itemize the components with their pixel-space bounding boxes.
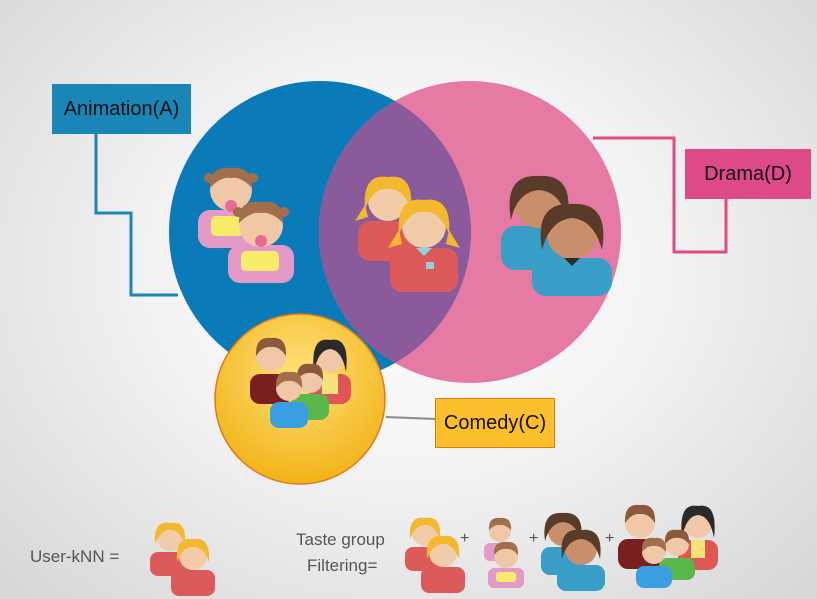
family-group-icon [250,337,351,428]
user-knn-label: User-kNN = [30,547,120,566]
baby-group-icon [198,167,294,283]
taste-group-babies-icon [484,517,524,588]
user-knn-group-icon [150,522,215,596]
plus-sign: + [529,530,539,547]
taste-group-label-line1: Taste group [296,530,385,549]
woman-group-icon [501,175,612,296]
taste-group-label-line2: Filtering= [307,556,378,575]
drama-label: Drama(D) [685,149,811,199]
girl-group-icon [355,176,460,292]
comedy-connector-line [385,416,437,420]
comedy-label: Comedy(C) [435,398,555,448]
taste-group-women-icon [541,512,605,591]
animation-label: Animation(A) [52,84,191,134]
taste-group-girls-icon [405,517,465,593]
plus-sign: + [460,530,470,547]
taste-group-family-icon [618,504,718,588]
drama-connector-line [593,136,728,254]
plus-sign: + [605,530,615,547]
animation-drama-intersection [319,81,471,383]
animation-connector-line [94,134,178,297]
